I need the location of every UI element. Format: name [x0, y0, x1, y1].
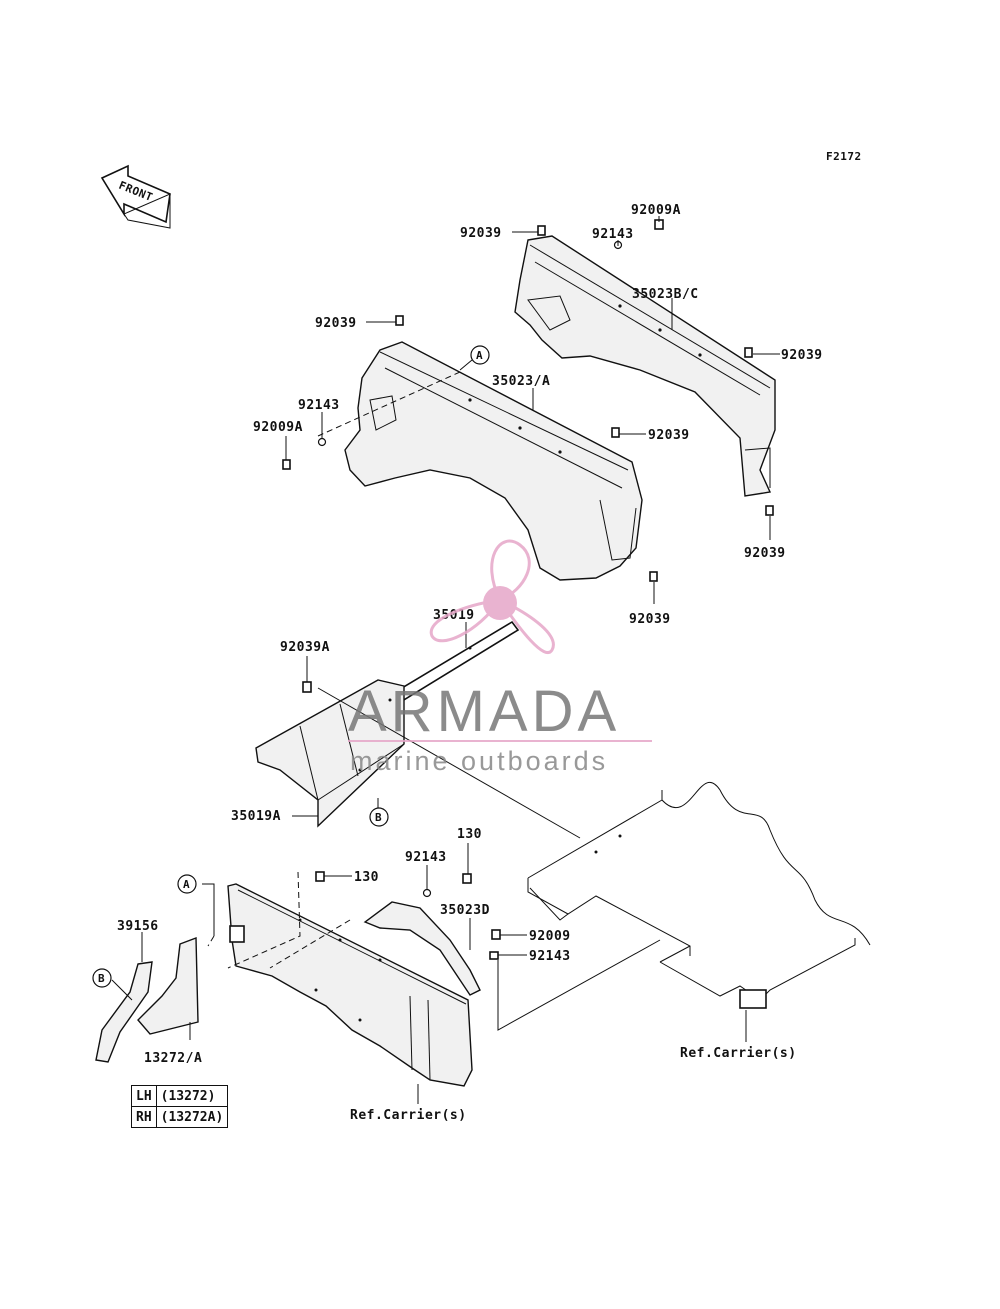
callout-35023D: 35023D — [440, 903, 490, 918]
legend-part: (13272A) — [155, 1106, 229, 1128]
callout-35019A: 35019A — [231, 809, 281, 824]
callout-39156: 39156 — [117, 919, 159, 934]
legend-row: LH (13272) — [131, 1085, 229, 1107]
fender-35023A — [344, 341, 643, 581]
mudflap-13272A — [137, 925, 245, 1035]
callout-92039-low: 92039 — [629, 612, 671, 627]
callout-92039A: 92039A — [280, 640, 330, 655]
callout-130-a: 130 — [457, 827, 482, 842]
callout-92143-low: 92143 — [405, 850, 447, 865]
marker-b-mid: B — [369, 807, 389, 827]
callout-35023BC: 35023B/C — [632, 287, 699, 302]
front-arrow-icon: FRONT — [100, 164, 171, 229]
callout-92039-left: 92039 — [315, 316, 357, 331]
marker-b-low: B — [92, 968, 112, 988]
callout-92039-r2: 92039 — [744, 546, 786, 561]
callout-92009A-top: 92009A — [631, 203, 681, 218]
legend-side: LH — [131, 1085, 157, 1107]
callout-92009: 92009 — [529, 929, 571, 944]
callout-92143-top: 92143 — [592, 227, 634, 242]
side-legend-table: LH (13272) RH (13272A) — [131, 1085, 229, 1128]
legend-side: RH — [131, 1106, 157, 1128]
strip-39156 — [95, 961, 153, 1063]
ref-carrier-right: Ref.Carrier(s) — [680, 1046, 797, 1061]
watermark-logo: ARMADA marine outboards — [348, 539, 652, 776]
callout-92039-top: 92039 — [460, 226, 502, 241]
marker-a-low: A — [177, 874, 197, 894]
callout-92143-low2: 92143 — [529, 949, 571, 964]
callout-35023A: 35023/A — [492, 374, 550, 389]
diagram-code: F2172 — [826, 150, 862, 163]
callout-13272A: 13272/A — [144, 1051, 202, 1066]
callout-92009A-left: 92009A — [253, 420, 303, 435]
marker-a-top: A — [470, 345, 490, 365]
svg-text:B: B — [98, 972, 105, 985]
leader-lines — [111, 216, 780, 1104]
fender-35023BC — [514, 235, 776, 497]
carrier-frame-right — [527, 782, 871, 1009]
inner-fender-frame — [227, 883, 481, 1087]
ref-carrier-center: Ref.Carrier(s) — [350, 1108, 467, 1123]
callout-130-b: 130 — [354, 870, 379, 885]
svg-text:A: A — [183, 878, 190, 891]
callout-92039-mid: 92039 — [648, 428, 690, 443]
legend-row: RH (13272A) — [131, 1106, 229, 1128]
svg-text:A: A — [476, 349, 483, 362]
fasteners — [282, 219, 774, 960]
propeller-icon — [429, 539, 555, 654]
watermark-tagline: marine outboards — [350, 746, 608, 776]
callout-92039-r1: 92039 — [781, 348, 823, 363]
watermark-brand: ARMADA — [348, 679, 620, 744]
callout-92143-left: 92143 — [298, 398, 340, 413]
svg-text:B: B — [375, 811, 382, 824]
legend-part: (13272) — [155, 1085, 229, 1107]
